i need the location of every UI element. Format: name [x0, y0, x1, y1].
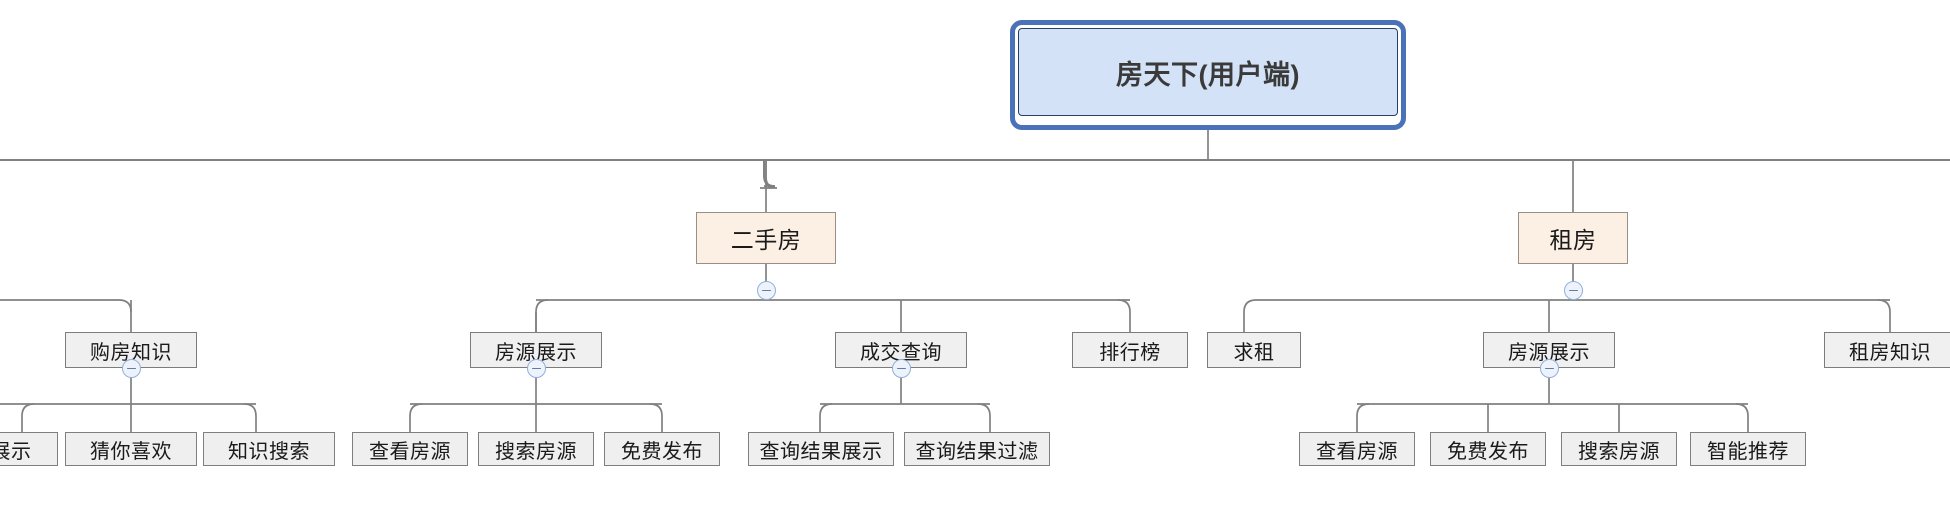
node-sousuofangyuan-ershoufang[interactable]: 搜索房源 [478, 432, 594, 466]
node-chakanfangyuan-zufang[interactable]: 查看房源 [1299, 432, 1415, 466]
node-paihangbang[interactable]: 排行榜 [1072, 332, 1188, 368]
node-mianfeifabu-ershoufang[interactable]: 免费发布 [604, 432, 720, 466]
node-zhishisousuo[interactable]: 知识搜索 [203, 432, 335, 466]
node-chengjiaochaxun[interactable]: 成交查询 [835, 332, 967, 368]
node-chaxunjieguozhanshi[interactable]: 查询结果展示 [748, 432, 894, 466]
node-zhanshi-clipped[interactable]: 展示 [0, 432, 58, 466]
collapse-toggle-chengjiaochaxun[interactable] [892, 359, 911, 378]
node-cainixihuan[interactable]: 猜你喜欢 [65, 432, 197, 466]
node-chaxunjieguoguolv[interactable]: 查询结果过滤 [904, 432, 1050, 466]
node-zufangzhishi[interactable]: 租房知识 [1824, 332, 1950, 368]
node-chakanfangyuan-ershoufang[interactable]: 查看房源 [352, 432, 468, 466]
node-qiuzu[interactable]: 求租 [1207, 332, 1301, 368]
collapse-toggle-fangyuanzhanshi-ershoufang[interactable] [527, 359, 546, 378]
collapse-toggle-ershoufang[interactable] [757, 281, 776, 300]
node-mianfeifabu-zufang[interactable]: 免费发布 [1430, 432, 1546, 466]
root-node-fangtianxia[interactable]: 房天下(用户端) [1018, 28, 1398, 116]
collapse-toggle-fangyuanzhanshi-zufang[interactable] [1540, 359, 1559, 378]
node-ershoufang[interactable]: 二手房 [696, 212, 836, 264]
node-fangyuanzhanshi-zufang[interactable]: 房源展示 [1483, 332, 1615, 368]
collapse-toggle-zufang[interactable] [1564, 281, 1583, 300]
node-zufang[interactable]: 租房 [1518, 212, 1628, 264]
node-zhinengtuijian[interactable]: 智能推荐 [1690, 432, 1806, 466]
node-sousuofangyuan-zufang[interactable]: 搜索房源 [1561, 432, 1677, 466]
collapse-toggle-goufangzhishi[interactable] [122, 359, 141, 378]
